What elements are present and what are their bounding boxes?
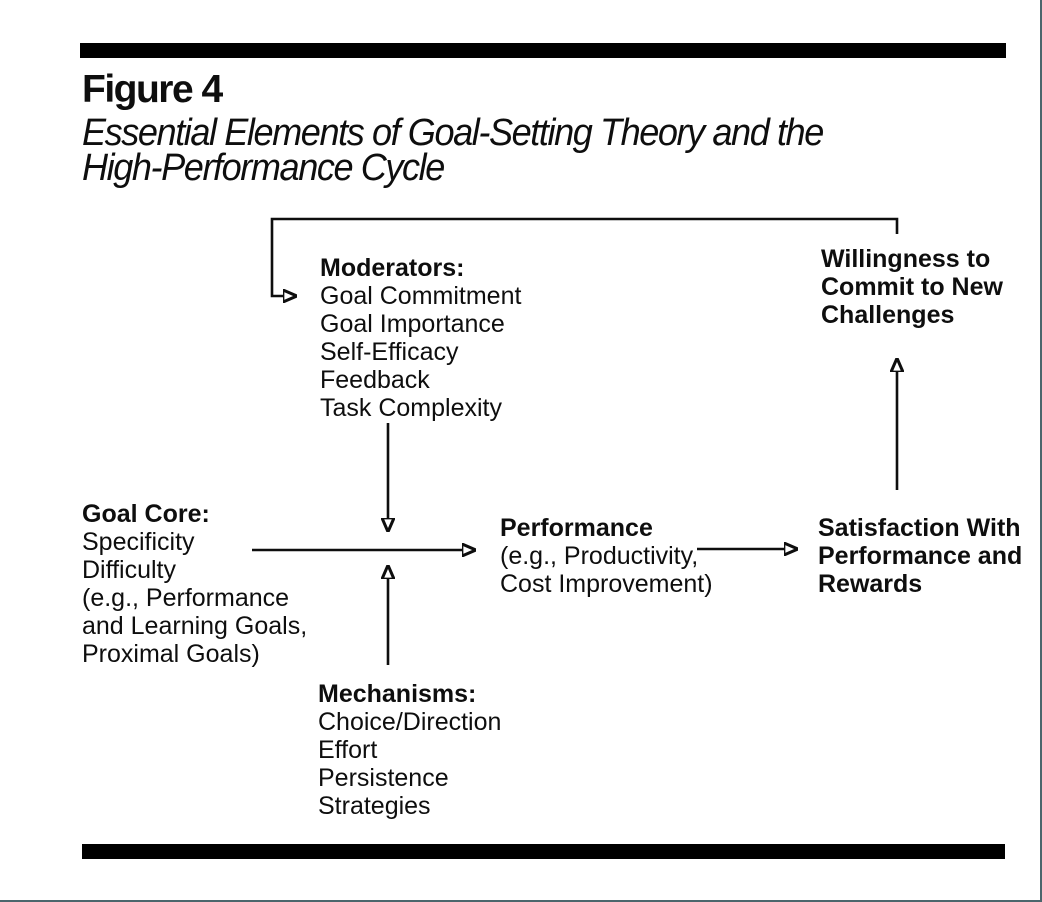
figure-caption-line2: High-Performance Cycle — [82, 147, 445, 189]
satisfaction-line: Satisfaction With — [818, 514, 1021, 542]
moderators-item: Feedback — [320, 366, 430, 394]
moderators-item: Goal Commitment — [320, 282, 522, 310]
figure-label: Figure 4 — [82, 68, 223, 111]
mechanisms-heading: Mechanisms: — [318, 680, 477, 708]
mechanisms-item: Persistence — [318, 764, 449, 792]
willingness-line: Willingness to — [821, 245, 991, 273]
willingness-node: Willingness to Commit to New Challenges — [821, 245, 1003, 329]
mechanisms-item: Choice/Direction — [318, 708, 502, 736]
performance-node: Performance (e.g., Productivity, Cost Im… — [500, 514, 713, 598]
goal-core-node: Goal Core: Specificity Difficulty (e.g.,… — [82, 500, 307, 668]
satisfaction-line: Performance and — [818, 542, 1023, 570]
figure-caption-line1: Essential Elements of Goal-Setting Theor… — [82, 112, 824, 154]
willingness-line: Challenges — [821, 301, 955, 329]
goal-core-item: (e.g., Performance — [82, 584, 290, 612]
moderators-item: Task Complexity — [320, 394, 502, 422]
performance-heading: Performance — [500, 514, 653, 542]
mechanisms-item: Effort — [318, 736, 378, 764]
goal-core-item: Proximal Goals) — [82, 640, 260, 668]
mechanisms-node: Mechanisms: Choice/Direction Effort Pers… — [318, 680, 501, 820]
moderators-node: Moderators: Goal Commitment Goal Importa… — [320, 254, 521, 422]
moderators-heading: Moderators: — [320, 254, 465, 282]
goal-core-item: Specificity — [82, 528, 195, 556]
moderators-item: Self-Efficacy — [320, 338, 459, 366]
satisfaction-node: Satisfaction With Performance and Reward… — [818, 514, 1022, 598]
goal-core-item: and Learning Goals, — [82, 612, 308, 640]
performance-item: (e.g., Productivity, — [500, 542, 699, 570]
bottom-rule — [82, 844, 1005, 859]
performance-item: Cost Improvement) — [500, 570, 713, 598]
moderators-item: Goal Importance — [320, 310, 505, 338]
goal-core-item: Difficulty — [82, 556, 177, 584]
figure-caption: Essential Elements of Goal-Setting Theor… — [82, 112, 824, 189]
goal-core-heading: Goal Core: — [82, 500, 210, 528]
willingness-line: Commit to New — [821, 273, 1003, 301]
mechanisms-item: Strategies — [318, 792, 431, 820]
top-rule — [80, 43, 1006, 58]
satisfaction-line: Rewards — [818, 570, 923, 598]
